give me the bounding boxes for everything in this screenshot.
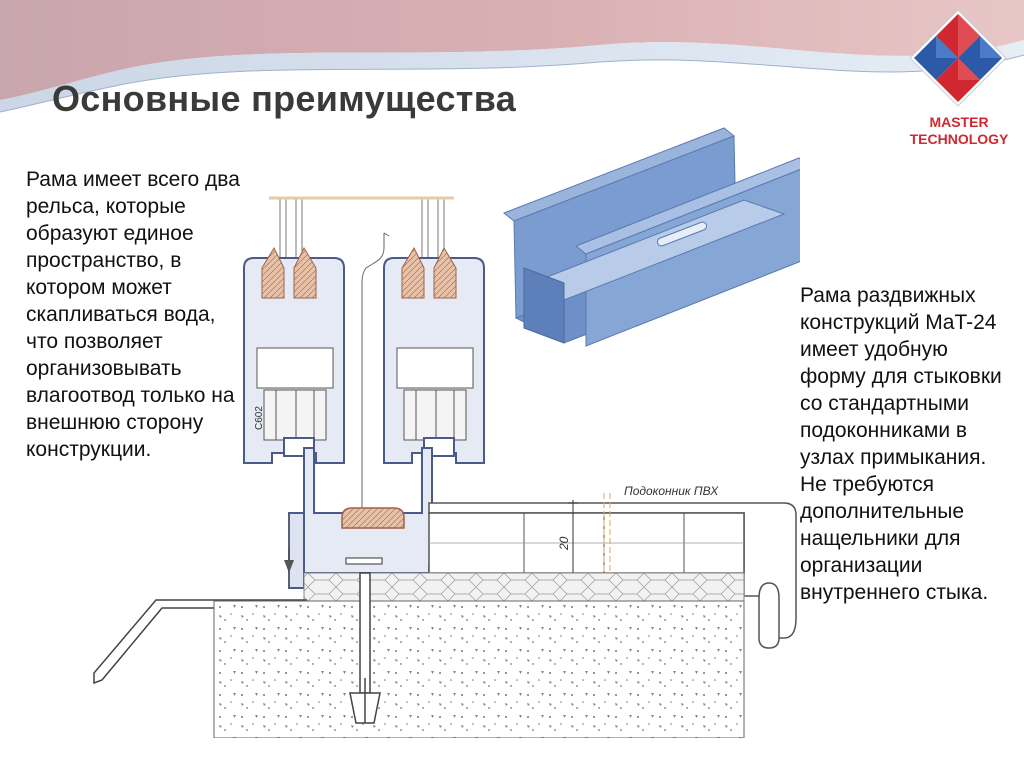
left-description: Рама имеет всего два рельса, которые обр… <box>26 168 240 461</box>
technical-drawing: C602 <box>93 127 800 738</box>
header-wave <box>0 0 1024 113</box>
frame-profile <box>284 232 433 589</box>
logo-line-1: MASTER <box>929 114 989 130</box>
dimension-label: 20 <box>557 536 571 551</box>
sash-profile-right <box>383 246 485 464</box>
rail-3d-view <box>503 127 800 347</box>
pvc-sill: 20 Подоконник ПВХ <box>428 484 797 649</box>
anchor-bolt <box>349 572 381 724</box>
sill-label: Подоконник ПВХ <box>624 484 719 498</box>
foam-layer <box>303 572 745 602</box>
logo-line-2: TECHNOLOGY <box>909 131 1009 147</box>
concrete-base <box>213 600 745 738</box>
logo-diamond-icon <box>909 9 1007 107</box>
sash-profile-left: C602 <box>243 246 345 464</box>
logo-wordmark: MASTER TECHNOLOGY <box>900 114 1018 148</box>
right-description: Рама раздвижных конструкций MaT-24 имеет… <box>800 284 1002 604</box>
drain-arrow-icon <box>284 560 294 573</box>
brand-logo: MASTER TECHNOLOGY <box>900 8 1018 148</box>
profile-mark: C602 <box>254 406 265 430</box>
slide-title: Основные преимущества <box>52 78 517 119</box>
